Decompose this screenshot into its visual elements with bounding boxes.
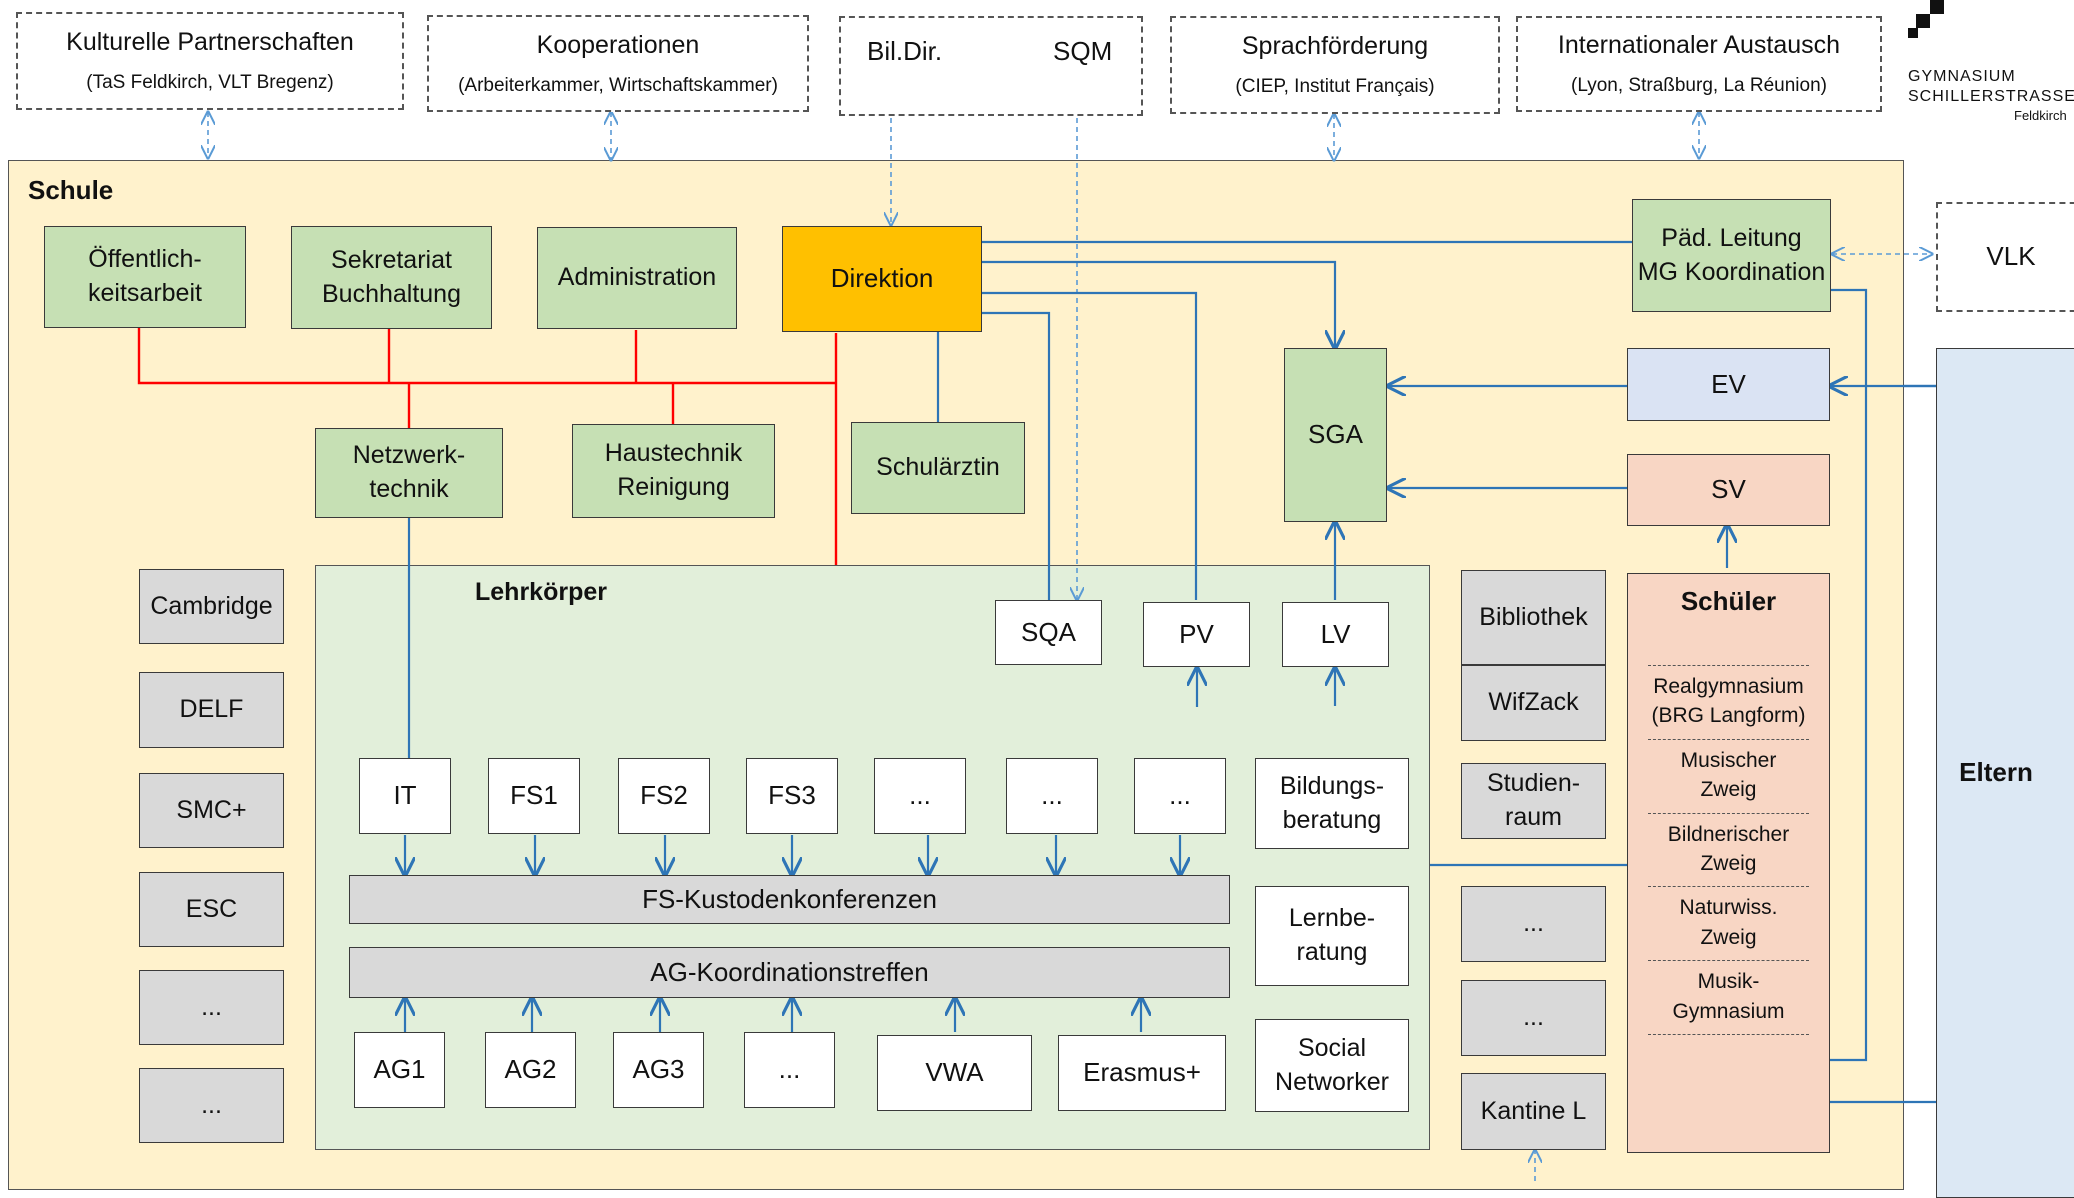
kantine-box: Kantine L — [1461, 1073, 1606, 1150]
sprach-sub: (CIEP, Institut Français) — [1235, 76, 1435, 98]
subject-box-it: IT — [359, 758, 451, 834]
schueler-item: Musischer Zweig — [1680, 748, 1777, 802]
sqa-box: SQA — [995, 600, 1102, 665]
subject-box-fs1: FS1 — [488, 758, 580, 834]
administration-box: Administration — [537, 227, 737, 329]
ag-box-ag1: AG1 — [354, 1032, 445, 1108]
koop-title: Kooperationen — [536, 30, 700, 59]
divider — [1648, 665, 1809, 666]
pv-box: PV — [1143, 602, 1250, 667]
sv-box: SV — [1627, 454, 1830, 526]
divider — [1648, 812, 1809, 814]
ev-box: EV — [1627, 348, 1830, 421]
vlk-box: VLK — [1936, 202, 2074, 312]
right-ellipsis-box: ... — [1461, 886, 1606, 962]
subject-box-ellipsis: ... — [874, 758, 966, 834]
subject-box-fs2: FS2 — [618, 758, 710, 834]
ag-box-vwa: VWA — [877, 1035, 1032, 1111]
subject-box-ellipsis: ... — [1134, 758, 1226, 834]
schueler-item: Naturwiss. Zweig — [1679, 896, 1778, 949]
subject-box-ellipsis: ... — [1006, 758, 1098, 834]
eltern-box: Eltern — [1936, 348, 2074, 1198]
schueler-box: Schüler Realgymnasium (BRG Langform) Mus… — [1627, 573, 1830, 1153]
kooperationen-box: Kooperationen (Arbeiterkammer, Wirtschaf… — [427, 15, 809, 112]
ag-box-ag3: AG3 — [613, 1032, 704, 1108]
divider — [1648, 1033, 1809, 1035]
left-ellipsis-box: ... — [139, 1068, 284, 1143]
ag-koordinationstreffen-bar: AG-Koordinationstreffen — [349, 947, 1230, 998]
smc-box: SMC+ — [139, 773, 284, 848]
logo-line3: Feldkirch — [2014, 108, 2067, 123]
schueler-title: Schüler — [1680, 586, 1777, 616]
paed-leitung-box: Päd. Leitung MG Koordination — [1632, 199, 1831, 312]
schularzt-box: Schulärztin — [851, 422, 1025, 514]
bildungsberatung-box: Bildungs- beratung — [1255, 758, 1409, 849]
divider — [1648, 960, 1809, 962]
esc-box: ESC — [139, 872, 284, 947]
sprachfoerderung-box: Sprachförderung (CIEP, Institut Français… — [1170, 16, 1500, 114]
delf-box: DELF — [139, 672, 284, 748]
ag-box-ag2: AG2 — [485, 1032, 576, 1108]
koop-sub: (Arbeiterkammer, Wirtschaftskammer) — [458, 74, 778, 96]
right-ellipsis-box: ... — [1461, 980, 1606, 1056]
lehrkoerper-title: Lehrkörper — [475, 578, 607, 606]
schueler-item: Realgymnasium (BRG Langform) — [1651, 675, 1806, 728]
bildir-label: Bil.Dir. — [867, 36, 943, 66]
haustechnik-box: Haustechnik Reinigung — [572, 424, 775, 518]
kulturelle-partnerschaften-box: Kulturelle Partnerschaften (TaS Feldkirc… — [16, 12, 404, 110]
schueler-item: Musik- Gymnasium — [1672, 970, 1785, 1023]
divider — [1648, 886, 1809, 888]
netzwerktechnik-box: Netzwerk- technik — [315, 428, 503, 518]
lernberatung-box: Lernbe- ratung — [1255, 886, 1409, 986]
logo-line1: GYMNASIUM — [1908, 68, 2016, 85]
intl-sub: (Lyon, Straßburg, La Réunion) — [1571, 75, 1827, 97]
sga-box: SGA — [1284, 348, 1387, 522]
logo-line2: SCHILLERSTRASSE — [1908, 88, 2074, 105]
intl-title: Internationaler Austausch — [1557, 31, 1841, 60]
sqm-label: SQM — [1053, 36, 1113, 66]
cambridge-box: Cambridge — [139, 569, 284, 644]
left-ellipsis-box: ... — [139, 970, 284, 1045]
schueler-item: Bildnerischer Zweig — [1667, 822, 1790, 875]
fs-kustodenkonferenzen-bar: FS-Kustodenkonferenzen — [349, 875, 1230, 924]
ag-box-erasmus: Erasmus+ — [1058, 1035, 1226, 1111]
logo-mark — [1916, 14, 1930, 28]
studienraum-box: Studien- raum — [1461, 763, 1606, 839]
direktion-box: Direktion — [782, 226, 982, 332]
sprach-title: Sprachförderung — [1241, 32, 1429, 61]
logo-mark — [1930, 0, 1944, 14]
school-title: Schule — [28, 175, 114, 205]
social-networker-box: Social Networker — [1255, 1019, 1409, 1112]
divider — [1648, 738, 1809, 740]
bibliothek-box: Bibliothek — [1461, 570, 1606, 665]
subject-box-fs3: FS3 — [746, 758, 838, 834]
sekretariat-box: Sekretariat Buchhaltung — [291, 226, 492, 329]
wifzack-box: WifZack — [1461, 665, 1606, 741]
kultur-sub: (TaS Feldkirch, VLT Bregenz) — [86, 72, 334, 94]
bildir-sqm-box: Bil.Dir. SQM — [839, 16, 1143, 116]
internationaler-austausch-box: Internationaler Austausch (Lyon, Straßbu… — [1516, 16, 1882, 112]
school-logo: GYMNASIUM SCHILLERSTRASSE Feldkirch — [1908, 0, 2074, 130]
oeffentlichkeitsarbeit-box: Öffentlich- keitsarbeit — [44, 226, 246, 328]
logo-mark — [1908, 28, 1918, 38]
lv-box: LV — [1282, 602, 1389, 667]
eltern-label: Eltern — [1959, 757, 2033, 788]
kultur-title: Kulturelle Partnerschaften — [66, 28, 354, 57]
ag-box-ellipsis: ... — [744, 1032, 835, 1108]
